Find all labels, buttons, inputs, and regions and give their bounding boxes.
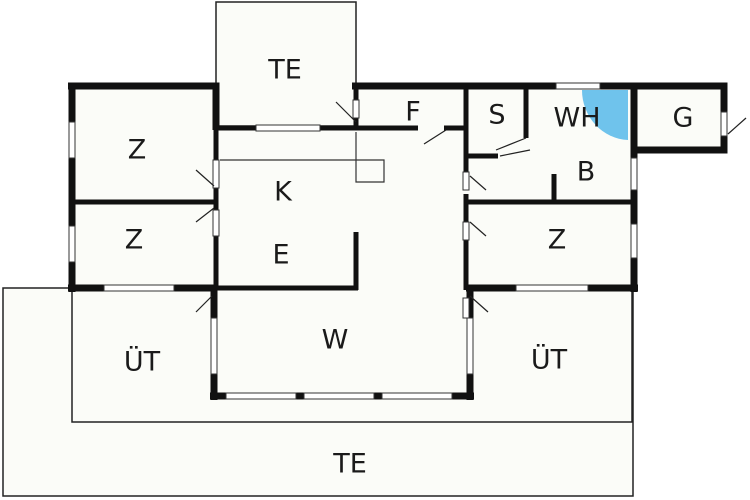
room-label-bedroom-3: Z: [548, 225, 567, 256]
garage-floor: [636, 86, 724, 148]
room-label-kitchen: K: [274, 177, 293, 208]
room-label-living: W: [322, 325, 349, 356]
windows: [68, 82, 728, 400]
shower-fixture: [582, 90, 628, 140]
room-label-shower-s: S: [488, 100, 505, 131]
room-label-bathroom-b: B: [577, 157, 596, 188]
room-label-washroom-wh: WH: [554, 103, 601, 134]
room-label-storage-f: F: [405, 97, 421, 128]
room-label-garage-g: G: [673, 103, 694, 134]
room-label-dining: E: [272, 240, 289, 271]
room-label-covered-terrace-right: ÜT: [531, 344, 568, 376]
room-label-bedroom-1: Z: [128, 135, 147, 166]
room-label-bedroom-2: Z: [125, 225, 144, 256]
terrace-top-area: [215, 1, 357, 127]
kitchen-counter: [220, 132, 385, 183]
room-label-terrace-top: TE: [267, 55, 302, 86]
room-label-covered-terrace-left: ÜT: [124, 346, 161, 378]
room-label-terrace-bottom: TE: [332, 449, 367, 480]
door-swings: [195, 101, 747, 313]
